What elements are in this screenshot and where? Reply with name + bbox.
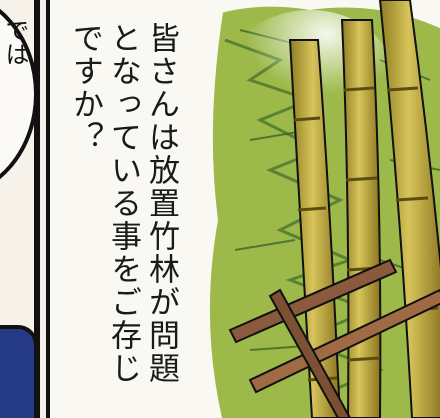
bamboo-forest-panel: 皆さんは放置竹林が問題 となっている事をご存じ ですか？ (46, 0, 440, 418)
fallen-bamboo (228, 258, 440, 418)
bamboo-forest-illustration (50, 0, 440, 418)
narration-line: ですか？ (67, 22, 103, 154)
character-shoulder (0, 325, 38, 418)
narration-line: 皆さんは放置竹林が問題 (143, 22, 179, 385)
narration-text: 皆さんは放置竹林が問題 となっている事をご存じ ですか？ (67, 22, 180, 407)
left-panel: では (0, 0, 40, 418)
bamboo-stalk-left (288, 39, 342, 418)
narration-line: となっている事をご存じ (105, 22, 141, 385)
speech-bubble-text: では (1, 18, 29, 66)
bamboo-stalk-center (340, 19, 382, 418)
